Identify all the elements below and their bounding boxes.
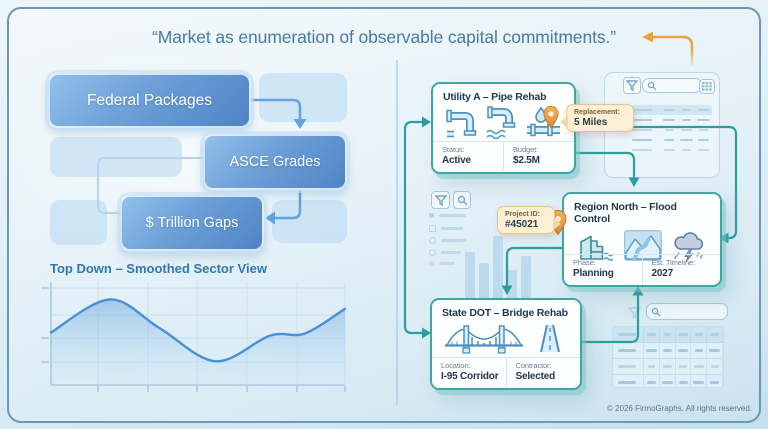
mock-list-item <box>429 249 461 256</box>
card-icons <box>432 320 580 355</box>
chart-area <box>51 299 345 385</box>
chart-line <box>49 298 347 363</box>
badge-replacement: Replacement: 5 Miles <box>560 104 634 132</box>
card-title: State DOT – Bridge Rehab <box>442 307 568 319</box>
mock-list-item <box>429 213 466 218</box>
search-icon <box>453 191 471 209</box>
pipe-droplet-icon <box>526 106 560 137</box>
page-title: “Market as enumeration of observable cap… <box>152 27 616 47</box>
mock-bar <box>521 256 531 300</box>
search-input <box>646 303 728 320</box>
pipe-outflow-waves-icon <box>486 106 516 140</box>
grid-icon <box>699 79 715 94</box>
filter-icon <box>623 77 641 94</box>
filter-icon <box>627 306 642 324</box>
flow-node-label: $ Trillion Gaps <box>145 215 239 231</box>
panel-divider <box>396 60 398 405</box>
card-icons <box>433 104 574 140</box>
river-valley-icon <box>623 230 662 261</box>
card-footer: Location: I-95 Corridor Contractor: Sele… <box>432 357 580 388</box>
mock-bar <box>479 263 489 300</box>
card-utility-pipe-rehab: Utility A – Pipe Rehab <box>431 82 576 174</box>
field-est-timeline: Est. Timeline: 2027 <box>641 255 721 285</box>
chart-heading: Top Down – Smoothed Sector View <box>50 261 267 276</box>
card-state-bridge-rehab: State DOT – Bridge Rehab <box>430 298 582 390</box>
flow-node-label: Federal Packages <box>87 91 212 109</box>
smoothed-sector-chart <box>41 282 347 392</box>
dam-icon <box>579 235 613 261</box>
mock-data-table <box>612 326 724 388</box>
mock-list-item <box>429 225 463 232</box>
storm-cloud-icon <box>673 232 703 262</box>
mock-bar <box>507 270 517 300</box>
mock-list-item <box>429 261 455 266</box>
ghost-box <box>272 200 347 243</box>
suspension-bridge-icon <box>445 325 523 354</box>
ghost-box <box>259 73 347 122</box>
filter-icon <box>431 191 450 209</box>
field-phase: Phase: Planning <box>573 258 614 279</box>
field-status: Status: Active <box>442 145 471 166</box>
pipe-elbow-icon <box>446 109 477 137</box>
card-title: Region North – Flood Control <box>574 201 677 225</box>
flow-node-label: ASCE Grades <box>229 154 321 170</box>
card-icons <box>564 227 720 262</box>
flow-node-trillion-gaps: $ Trillion Gaps <box>120 195 264 251</box>
mock-bar <box>493 236 503 300</box>
map-pin-icon <box>543 105 559 129</box>
flow-node-asce-grades: ASCE Grades <box>203 134 347 190</box>
card-footer: Status: Active Budget: $2.5M <box>433 141 574 172</box>
card-region-flood-control: Region North – Flood Control P <box>562 192 722 287</box>
mock-bar <box>465 252 475 300</box>
copyright-text: © 2026 FirmoGraphs. All rights reserved. <box>606 404 752 413</box>
field-budget: Budget: $2.5M <box>503 142 574 172</box>
field-location: Location: I-95 Corridor <box>441 361 499 382</box>
card-footer: Phase: Planning Est. Timeline: 2027 <box>564 254 720 285</box>
mock-data-table <box>627 105 712 155</box>
flow-node-federal-packages: Federal Packages <box>48 73 251 128</box>
mock-list-item <box>429 237 466 244</box>
title-pointer-arrow-icon <box>642 31 694 66</box>
search-input <box>642 78 702 93</box>
field-contractor: Contractor: Selected <box>505 358 581 388</box>
badge-project-id: Project ID: #45021 <box>497 206 561 234</box>
card-title: Utility A – Pipe Rehab <box>443 91 547 103</box>
road-icon <box>540 324 560 353</box>
